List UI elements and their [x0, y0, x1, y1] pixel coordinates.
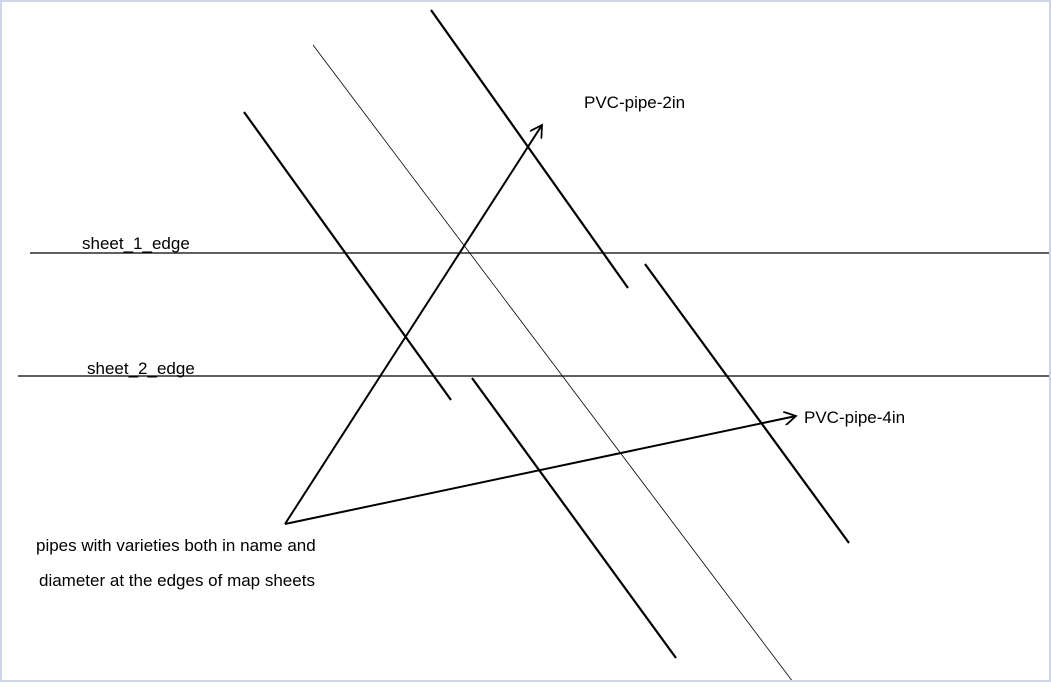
label-sheet-2-edge: sheet_2_edge — [87, 359, 195, 378]
caption-line-1: pipes with varieties both in name and — [36, 536, 316, 555]
pipe-left-lower-segment — [471, 377, 677, 659]
pipe-thin-line — [312, 44, 794, 683]
arrow-to-pvc-2in — [284, 125, 542, 525]
arrow-to-pvc-4in — [284, 416, 796, 525]
label-sheet-1-edge: sheet_1_edge — [82, 234, 190, 253]
pipe-right-lower-segment — [644, 263, 850, 544]
label-pvc-pipe-4in: PVC-pipe-4in — [804, 408, 905, 427]
pipe-left-upper-segment — [243, 111, 452, 401]
pipe-right-upper-segment — [430, 9, 629, 289]
caption-line-2: diameter at the edges of map sheets — [39, 571, 315, 590]
label-pvc-pipe-2in: PVC-pipe-2in — [584, 93, 685, 112]
